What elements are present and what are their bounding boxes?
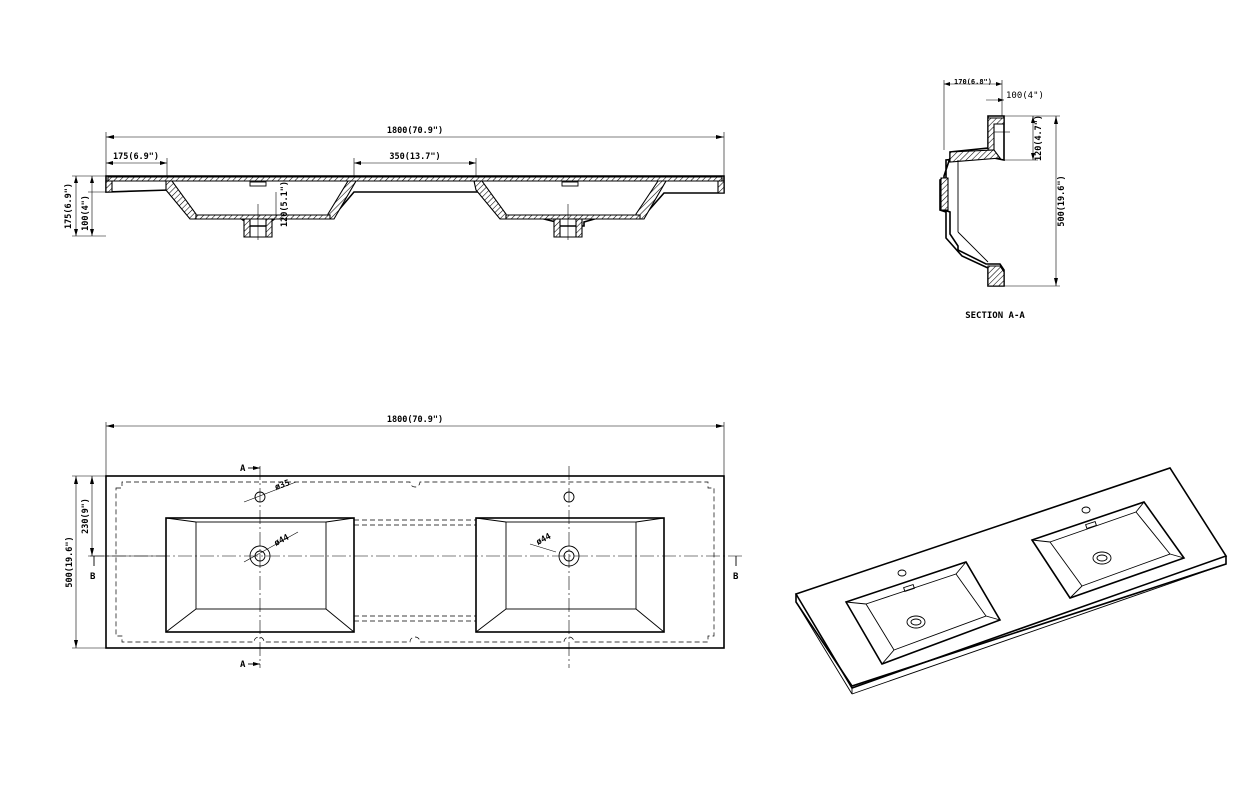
plan-countertop-outline [105,475,725,649]
front-section-view: 1800(70.9") 175(6.9") 350(13.7") [64,126,725,240]
section-marker-a-bottom: A [240,660,260,670]
section-rim-width-label: 100(4") [1006,91,1044,101]
left-basin-wall-hatch [165,180,197,220]
section-rim-hatch [987,117,1005,151]
iso-right-basin [1030,501,1186,599]
height-dimensions-front: 175(6.9") 100(4") [64,175,106,237]
top-hatch [107,176,723,182]
overall-width-dimension-plan: 1800(70.9") [105,415,725,476]
left-basin-plan [165,491,355,633]
section-caption: SECTION A-A [965,311,1025,321]
left-basin-wall-hatch-2 [327,180,357,220]
hole-spacing-label: 350(13.7") [389,152,440,162]
right-overflow-slot [561,181,579,187]
basin-depth-dimension: 120(5.1") [275,181,290,227]
left-overflow-slot [249,181,267,187]
left-drain-outlet [243,204,273,240]
right-basin-wall-hatch-2 [635,180,667,220]
overall-width-dimension-front: 1800(70.9") [105,126,725,178]
section-top-hatch [949,149,1002,163]
section-marker-a-top: A [240,464,260,474]
top-depth-label: 100(4") [81,195,91,231]
iso-left-basin [844,561,1002,665]
hole-spacing-dimension: 350(13.7") [353,152,477,178]
iso-front-edge [795,556,1227,687]
section-a-top-label: A [240,464,246,474]
left-edge-hatch [105,180,113,193]
total-height-label: 175(6.9") [64,183,74,229]
section-marker-b-left: B [90,556,96,582]
section-a-bottom-label: A [240,660,246,670]
section-top-offset-label: 170(6.8") [954,78,992,86]
basin-depth-label: 120(5.1") [280,181,290,227]
hole-offset-dimension: 175(6.9") [106,152,168,178]
right-basin-wall-hatch [473,180,507,220]
plan-width-label: 1800(70.9") [387,415,443,425]
section-overflow-hatch [940,177,949,211]
left-bottom-hatch [195,214,331,220]
section-b-left-label: B [90,572,96,582]
plan-basin-offset-label: 230(9") [81,498,91,534]
left-drain-annotation: ø44 [243,531,299,563]
left-tap-hole [254,491,266,503]
right-tap-hole [563,491,575,503]
iso-top-surface [794,467,1228,689]
section-top-dimensions: 170(6.8") 100(4") [943,78,1044,150]
section-depth-label: 500(19.6") [1057,175,1067,226]
right-drain-annotation: ø44 [529,532,557,553]
hole-offset-label: 175(6.9") [113,152,159,162]
section-rim-height-label: 120(4.7") [1034,115,1044,161]
overall-width-label: 1800(70.9") [387,126,443,136]
right-basin-plan [475,491,665,633]
plan-depth-label: 500(19.6") [65,536,75,587]
section-marker-b-right: B [733,556,739,582]
section-bottom-hatch [987,265,1005,287]
section-b-right-label: B [733,572,739,582]
right-edge-hatch [717,180,725,194]
plan-view: 1800(70.9") 500(19.6") 230(9") A [65,415,744,670]
right-drain-label: ø44 [535,532,553,548]
left-drain-label: ø44 [273,533,291,549]
right-bottom-hatch [505,214,641,220]
tap-hole-annotation: ø35 [243,478,297,503]
right-drain-outlet [553,204,583,240]
isometric-view [794,467,1228,695]
plan-depth-dimensions: 500(19.6") 230(9") [65,475,166,649]
plan-inner-edge [115,481,715,643]
tap-hole-label: ø35 [274,478,292,493]
section-a-a-view: 170(6.8") 100(4") 120(4.7") 500(19.6") S… [939,78,1067,321]
